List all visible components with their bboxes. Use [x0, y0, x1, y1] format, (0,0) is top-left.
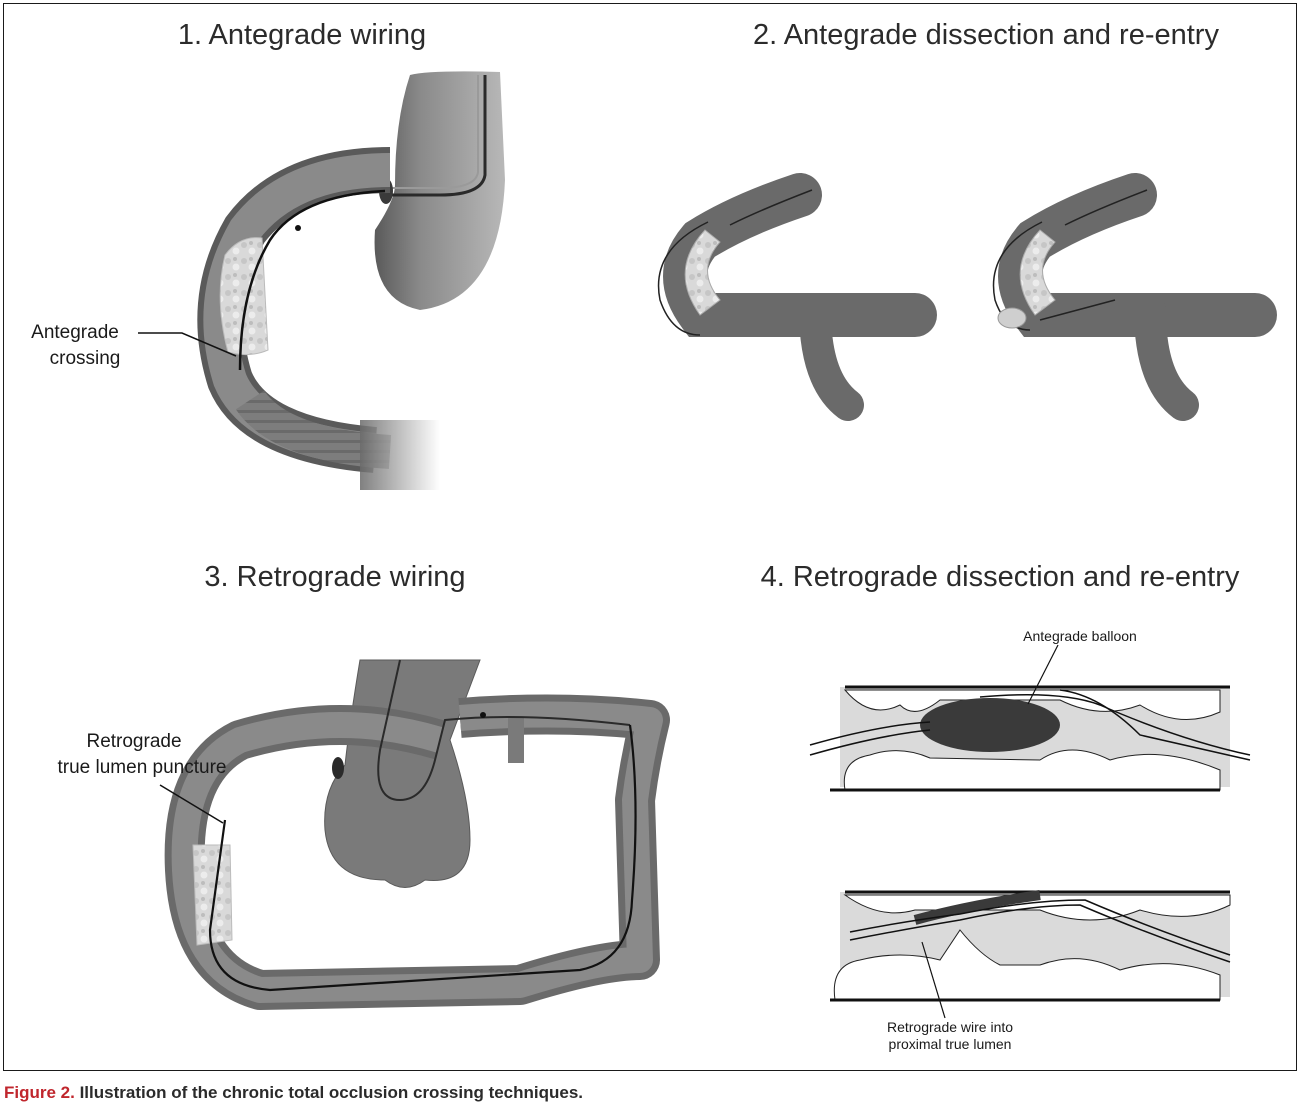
figure-caption: Figure 2. Illustration of the chronic to… — [4, 1083, 583, 1103]
figure-frame — [3, 3, 1297, 1071]
dissection-tract — [913, 890, 1041, 925]
label-retrograde-line2: true lumen puncture — [58, 757, 227, 778]
schematic-lower: Retrograde wire into proximal true lumen — [830, 890, 1231, 1052]
label-retrograde-wire-line1: Retrograde wire into — [887, 1019, 1013, 1035]
panel-antegrade-wiring: 1. Antegrade wiring Antegrade crossing — [31, 19, 505, 490]
panel-2-title: 2. Antegrade dissection and re-entry — [753, 19, 1219, 51]
panel-4-title: 4. Retrograde dissection and re-entry — [761, 561, 1240, 593]
panel-antegrade-dissection: 2. Antegrade dissection and re-entry — [657, 19, 1277, 421]
vessel-right — [992, 173, 1277, 421]
occlusion-plaque-3 — [192, 844, 233, 946]
panel-retrograde-wiring: 3. Retrograde wiring Retrograde true lum… — [58, 561, 670, 1010]
schematic-upper: Antegrade balloon — [809, 628, 1251, 792]
label-antegrade-crossing-line2: crossing — [50, 348, 121, 369]
figure-label: Figure 2. — [4, 1083, 75, 1102]
label-antegrade-crossing-line1: Antegrade — [31, 322, 119, 343]
figure-illustration: 1. Antegrade wiring Antegrade crossing 2… — [31, 19, 1277, 1052]
label-pointer-4a — [1027, 644, 1059, 705]
retrograde-catheter — [377, 659, 631, 802]
panel-retrograde-dissection: 4. Retrograde dissection and re-entry An… — [761, 561, 1251, 1052]
label-retrograde-line1: Retrograde — [86, 731, 181, 752]
aortic-root — [324, 659, 481, 888]
panel-3-title: 3. Retrograde wiring — [204, 561, 465, 593]
retrograde-guidewire — [208, 724, 637, 992]
antegrade-guidewire — [238, 189, 386, 371]
caption-text: Illustration of the chronic total occlus… — [74, 1083, 584, 1102]
aorta — [374, 71, 505, 310]
vessel-left — [657, 173, 937, 421]
label-pointer-3 — [159, 784, 224, 824]
label-pointer-4b — [921, 941, 946, 1019]
label-antegrade-balloon: Antegrade balloon — [1023, 628, 1137, 644]
label-retrograde-wire-line2: proximal true lumen — [889, 1036, 1012, 1052]
antegrade-balloon — [920, 698, 1060, 752]
guide-catheter — [385, 75, 487, 197]
label-pointer-1 — [138, 332, 237, 357]
panel-1-title: 1. Antegrade wiring — [178, 19, 426, 51]
